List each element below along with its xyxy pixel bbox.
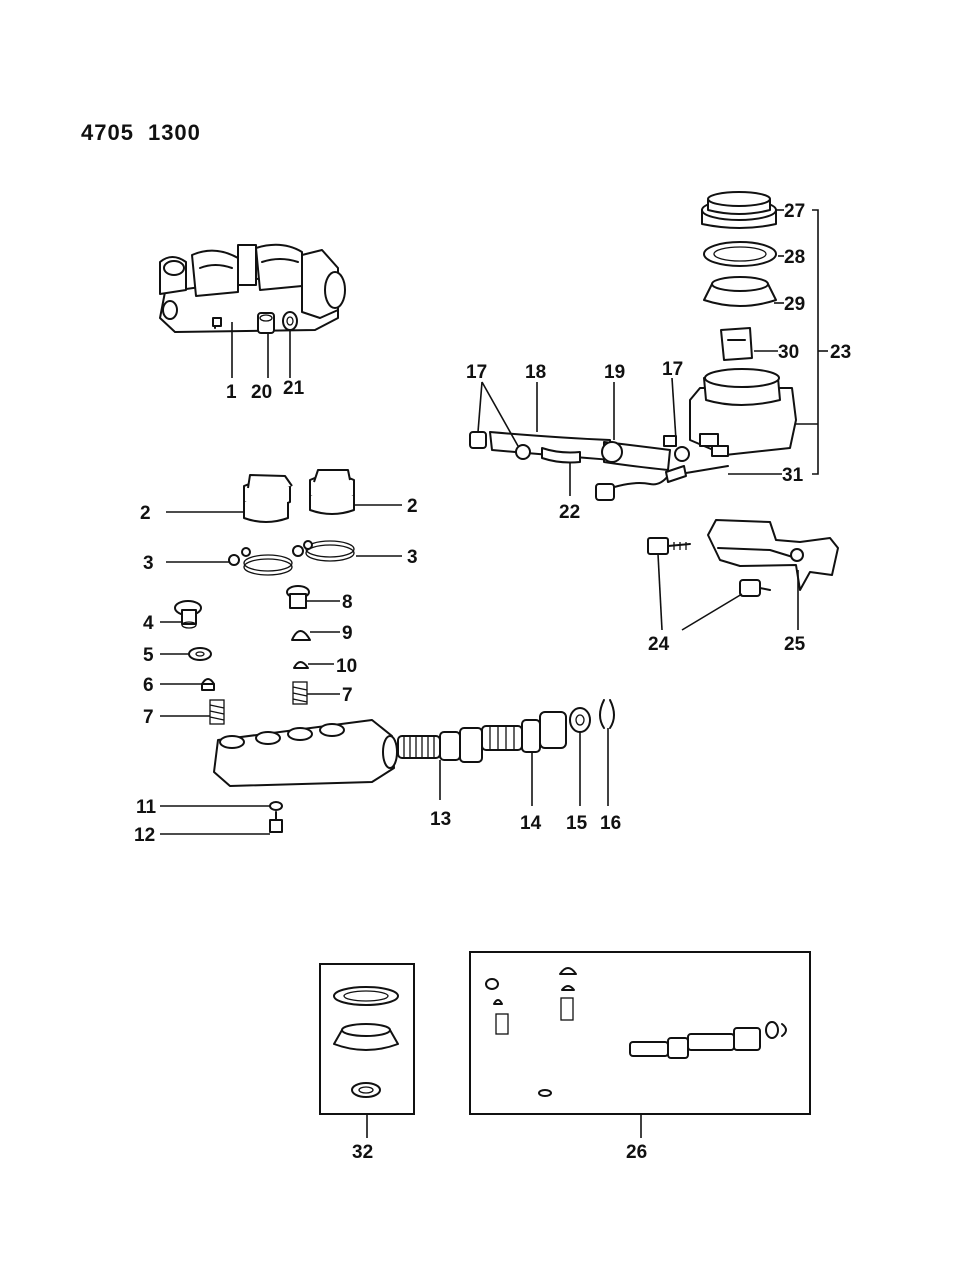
callout-31: 31	[782, 465, 804, 486]
part-13-primary-piston	[397, 727, 483, 763]
part-3-clip-right	[292, 540, 355, 562]
part-11-seal	[269, 801, 283, 811]
kit-26-box	[469, 951, 811, 1115]
part-24-nut	[739, 579, 771, 597]
part-7-spring-right	[292, 681, 308, 705]
callout-11: 11	[136, 797, 157, 818]
callout-17-right: 17	[662, 359, 683, 380]
callout-20: 20	[251, 382, 272, 403]
part-16-retaining-clip	[599, 699, 615, 729]
part-29-diaphragm	[703, 276, 777, 307]
callout-26: 26	[626, 1142, 647, 1163]
callout-3-right: 3	[407, 547, 418, 568]
part-17-hose-clamp-right	[663, 435, 690, 462]
part-6-check-valve	[201, 678, 215, 691]
callout-18: 18	[525, 362, 546, 383]
part-15-washer	[569, 707, 591, 733]
callout-19: 19	[604, 362, 625, 383]
callout-14: 14	[520, 813, 542, 834]
callout-6: 6	[143, 675, 154, 696]
part-30-filter	[720, 327, 753, 361]
cylinder-body	[213, 719, 398, 787]
callout-5: 5	[143, 645, 154, 666]
page-code-a: 4705	[81, 120, 134, 145]
part-31-sensor-cable	[595, 465, 729, 501]
callout-12: 12	[134, 825, 155, 846]
part-22-hose	[541, 447, 581, 464]
callout-29: 29	[784, 294, 805, 315]
part-8-plug	[286, 585, 310, 609]
callout-4: 4	[143, 613, 154, 634]
callout-10: 10	[336, 656, 357, 677]
callout-8: 8	[342, 592, 353, 613]
callout-22: 22	[559, 502, 580, 523]
part-20-fitting	[257, 312, 275, 334]
callout-3-left: 3	[143, 553, 154, 574]
callout-13: 13	[430, 809, 451, 830]
part-27-reservoir-cap	[701, 191, 777, 229]
callout-27: 27	[784, 201, 805, 222]
part-14-secondary-piston	[481, 711, 567, 753]
callout-28: 28	[784, 247, 805, 268]
callout-9: 9	[342, 623, 353, 644]
callout-24: 24	[648, 634, 670, 655]
kit-26-contents	[485, 967, 787, 1097]
part-28-seal-ring	[703, 241, 777, 267]
callout-23: 23	[830, 342, 851, 363]
kit-32-contents	[333, 986, 399, 1098]
reservoir-tank	[689, 368, 797, 457]
part-9-cap	[291, 630, 311, 641]
page-code: 4705 1300	[81, 120, 215, 146]
callout-21: 21	[283, 378, 305, 399]
part-24-bolt	[647, 537, 691, 555]
callout-32: 32	[352, 1142, 373, 1163]
callout-17-left: 17	[466, 362, 487, 383]
callout-7-right: 7	[342, 685, 353, 706]
part-25-bracket	[707, 519, 839, 591]
part-7-spring-left	[209, 699, 225, 725]
part-5-washer	[188, 647, 212, 661]
part-21-washer	[282, 311, 298, 331]
callout-2-right: 2	[407, 496, 418, 517]
page-code-b: 1300	[147, 120, 201, 145]
callout-16: 16	[600, 813, 621, 834]
callout-30: 30	[778, 342, 799, 363]
callout-1: 1	[226, 382, 237, 403]
part-19-hose	[601, 441, 671, 471]
part-2-cap-left	[243, 474, 293, 523]
callout-25: 25	[784, 634, 806, 655]
part-3-clip-left	[228, 547, 293, 576]
part-10-valve	[293, 661, 309, 669]
callout-7-left: 7	[143, 707, 154, 728]
master-cylinder-assembly	[159, 243, 346, 333]
part-12-bleeder	[269, 811, 283, 833]
part-4-plug	[174, 600, 202, 629]
callout-15: 15	[566, 813, 588, 834]
part-2-cap-right	[309, 469, 355, 515]
callout-2-left: 2	[140, 503, 151, 524]
